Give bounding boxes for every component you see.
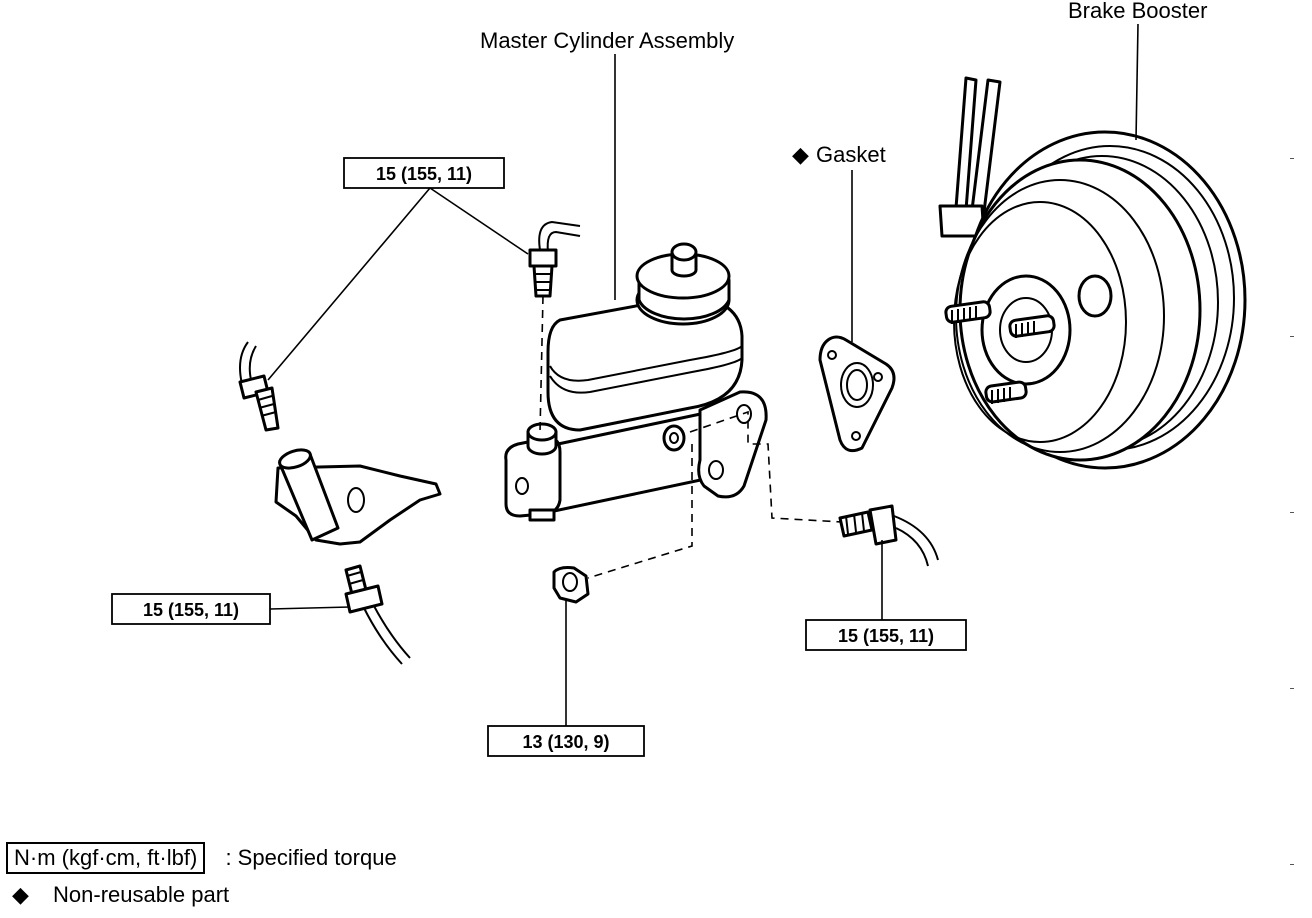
margin-tick: [1290, 688, 1294, 689]
left-lower-brake-line-drawing: [344, 564, 411, 665]
plug-drawing: [552, 566, 590, 604]
margin-tick: [1290, 336, 1294, 337]
legend-nonreusable: ◆ Non-reusable part: [12, 882, 229, 908]
torque-box-right: 15 (155, 11): [805, 619, 967, 651]
torque-box-lower-left: 15 (155, 11): [111, 593, 271, 625]
margin-tick: [1290, 864, 1294, 865]
gasket-marker: ◆: [792, 142, 809, 167]
torque-box-upper-left: 15 (155, 11): [343, 157, 505, 189]
margin-tick: [1290, 158, 1294, 159]
torque-value-upper-left: 15 (155, 11): [376, 164, 472, 184]
assembly-guide-lines: [539, 295, 843, 579]
bracket-drawing: [274, 448, 442, 546]
right-brake-line-drawing: [838, 504, 939, 567]
legend-diamond-icon: ◆: [12, 882, 29, 907]
legend-nonreusable-desc: Non-reusable part: [53, 882, 230, 907]
upper-brake-line-drawing: [528, 220, 581, 298]
brake-booster-label: Brake Booster: [1068, 0, 1207, 23]
leader-lines: [267, 23, 1139, 726]
torque-box-bottom: 13 (130, 9): [487, 725, 645, 757]
margin-tick: [1290, 512, 1294, 513]
master-cylinder-label: Master Cylinder Assembly: [480, 28, 734, 53]
legend-unit-desc: : Specified torque: [225, 845, 397, 870]
brake-booster-drawing: [938, 76, 1247, 470]
legend-unit-box: N·m (kgf·cm, ft·lbf): [6, 842, 206, 874]
legend-torque: N·m (kgf·cm, ft·lbf) : Specified torque: [6, 842, 397, 874]
torque-value-lower-left: 15 (155, 11): [143, 600, 239, 620]
gasket-drawing: [818, 335, 896, 453]
torque-value-bottom: 13 (130, 9): [522, 732, 609, 752]
master-cylinder-drawing: [504, 242, 768, 522]
gasket-label: Gasket: [816, 142, 886, 167]
left-upper-brake-line-drawing: [238, 341, 280, 432]
torque-value-right: 15 (155, 11): [838, 626, 934, 646]
